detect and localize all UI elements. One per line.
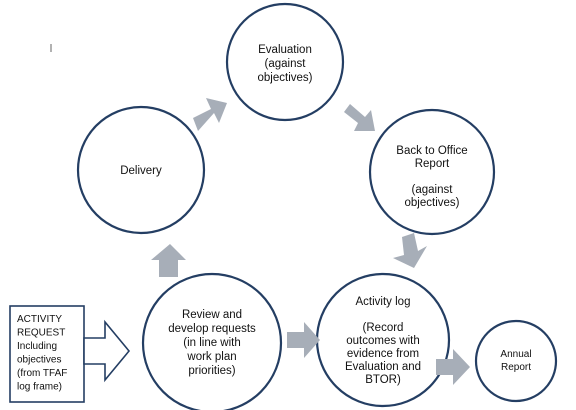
- arrow-delivery-to-evaluation: [193, 98, 227, 131]
- back-to-office-label-line: Report: [415, 158, 450, 170]
- activity-request-arrow: [83, 319, 131, 383]
- activity-log-label-line: outcomes with: [346, 335, 420, 347]
- review-label-line: priorities): [188, 365, 235, 377]
- annual-report-label-line: Annual: [500, 349, 531, 360]
- review-label-line: Review and: [182, 309, 242, 321]
- delivery-circle: [76, 105, 206, 235]
- review-circle: [141, 272, 283, 410]
- evaluation-label-line: (against: [265, 58, 307, 70]
- activity-log-label-line: Activity log: [356, 296, 411, 308]
- evaluation-label-line: objectives): [258, 72, 313, 84]
- activity-request-label-line: objectives: [17, 355, 61, 366]
- activity-request-label-line: REQUEST: [17, 328, 65, 339]
- activity-request-label-line: ACTIVITY: [17, 314, 62, 325]
- activity-request-label-line: log frame): [17, 382, 62, 393]
- arrow-back-to-office-to-activity-log: [393, 233, 427, 268]
- annual-report-label-line: Report: [501, 362, 531, 373]
- activity-log-label-line: evidence from: [347, 348, 419, 360]
- annual-report-circle: [474, 319, 558, 403]
- back-to-office-circle: [368, 108, 496, 236]
- review-label-line: (in line with: [183, 337, 241, 349]
- arrow-activity-log-to-annual-report: [436, 349, 470, 385]
- arrow-review-to-delivery: [151, 244, 186, 277]
- delivery-label-line: Delivery: [120, 165, 162, 177]
- back-to-office-label-line: objectives): [405, 197, 460, 209]
- activity-request-label-line: (from TFAF: [17, 368, 67, 379]
- activity-request-box: [9, 305, 85, 403]
- activity-log-label-line: Evaluation and: [345, 361, 421, 373]
- review-label-line: work plan: [186, 351, 236, 363]
- back-to-office-label-line: (against: [412, 184, 454, 196]
- activity-log-label-line: (Record: [363, 322, 404, 334]
- arrow-evaluation-to-back-to-office: [344, 104, 375, 131]
- evaluation-circle: [225, 2, 345, 122]
- review-label-line: develop requests: [168, 323, 256, 335]
- activity-request-label-line: Including: [17, 341, 57, 352]
- back-to-office-label-line: Back to Office: [396, 145, 467, 157]
- activity-log-label-line: BTOR): [365, 374, 401, 386]
- evaluation-label-line: Evaluation: [258, 44, 312, 56]
- arrow-review-to-activity-log: [287, 322, 320, 358]
